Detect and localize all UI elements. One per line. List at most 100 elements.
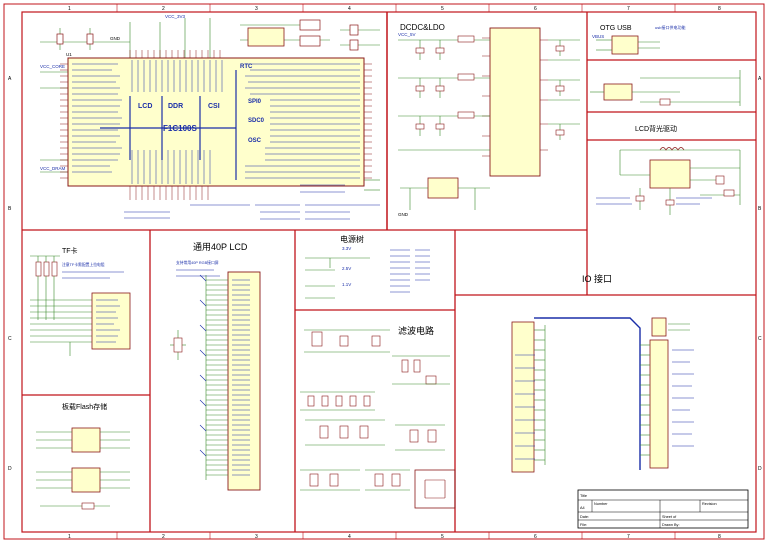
io-net-labels-right	[672, 349, 694, 447]
title-block-sheet: Sheet of	[662, 515, 677, 519]
row-label-d: D	[8, 466, 12, 472]
section-title-tf: TF卡	[62, 246, 78, 255]
col-label-3-bottom: 3	[255, 534, 258, 540]
mcu-block-sdc0: SDC0	[248, 118, 265, 124]
mcu-left-pins	[60, 63, 68, 179]
col-label-8: 8	[718, 6, 721, 12]
flash-wiring	[36, 431, 130, 507]
mcu-pin-text-right	[245, 63, 360, 179]
section-title-otg: OTG USB	[600, 25, 632, 32]
mcu-bottom-nets	[124, 184, 380, 220]
power-tree-1v1: 1.1V	[342, 282, 351, 287]
tf-socket-pins	[96, 299, 120, 343]
col-label-2: 2	[162, 6, 165, 12]
otg-note: usb接口供电功能	[655, 24, 685, 30]
filter-wiring	[300, 329, 450, 491]
mcu-top-pins	[129, 50, 221, 58]
title-block-revision: Revision	[702, 502, 717, 506]
row-label-b: B	[8, 206, 12, 212]
col-label-6: 6	[534, 6, 537, 12]
dcdc-rail-label: VCC_5V	[398, 32, 416, 37]
pmic-pin-lines	[482, 37, 548, 157]
mcu-top-passives	[56, 19, 359, 51]
crystal-oscillator	[247, 27, 285, 47]
mcu-block-spi0: SPI0	[248, 99, 262, 105]
tf-note-lines	[62, 271, 124, 279]
backlight-driver-chip	[649, 159, 691, 189]
row-label-d-right: D	[758, 466, 762, 472]
title-block-file: File:	[580, 523, 587, 527]
mcu-block-csi: CSI	[208, 103, 220, 110]
section-title-dcdc: DCDC&LDO	[400, 23, 445, 32]
io-header-right	[649, 339, 669, 469]
ldo-wiring	[400, 187, 490, 210]
backlight-notes	[596, 197, 712, 205]
mcu-pin-text-left	[72, 63, 122, 173]
row-label-c: C	[8, 336, 12, 342]
backlight-passives	[635, 175, 735, 206]
mcu-designator: U1	[66, 52, 72, 57]
col-label-5: 5	[441, 6, 444, 12]
mcu-bottom-pins	[129, 186, 209, 200]
mcu-pin-text-top	[131, 60, 223, 92]
mcu-label: F1C100S	[163, 124, 197, 133]
rail-gnd-top: GND	[110, 36, 121, 41]
tf-wiring	[30, 255, 92, 356]
col-label-7: 7	[627, 6, 630, 12]
pmic-chip	[489, 27, 541, 177]
border-columns	[116, 4, 676, 539]
col-label-3: 3	[255, 6, 258, 12]
power-tree-net-list	[390, 249, 430, 293]
col-label-1: 1	[68, 6, 71, 12]
rail-vcc-3v3: VCC_3V3	[165, 14, 186, 19]
inner-frame	[21, 11, 757, 533]
section-title-power-tree: 电源树	[340, 234, 364, 244]
outer-frame	[3, 3, 765, 540]
io-header-top	[651, 317, 667, 337]
dcdc-wiring	[398, 39, 580, 151]
col-label-7-bottom: 7	[627, 534, 630, 540]
lcd40-connector-pins	[232, 279, 250, 476]
title-block-grid	[578, 499, 748, 528]
mcu-internal-bus	[100, 70, 237, 180]
mcu-block-lcd: LCD	[138, 103, 152, 110]
filter-inductor-block	[414, 469, 456, 509]
section-title-flash: 板载Flash存储	[62, 402, 107, 411]
usb-vbus-label: VBUS	[592, 34, 604, 39]
col-label-4: 4	[348, 6, 351, 12]
title-block-date: Date:	[580, 515, 589, 519]
usb-wiring	[596, 39, 660, 51]
title-block-drawn: Drawn By:	[662, 523, 680, 527]
mcu-right-pins	[364, 63, 372, 179]
row-label-a: A	[8, 76, 12, 82]
rail-vcc-core: VCC_CORE	[40, 64, 65, 69]
flash-chip-2	[71, 467, 101, 493]
flash-chip-1	[71, 427, 101, 453]
section-title-filter: 滤波电路	[398, 325, 434, 336]
section-title-lcd-backlight: LCD背光驱动	[635, 124, 677, 133]
flash-resistor	[81, 502, 95, 510]
col-label-6-bottom: 6	[534, 534, 537, 540]
ldo-chip	[427, 177, 459, 199]
power-tree-2v5: 2.5V	[342, 266, 351, 271]
dcdc-gnd-label: GND	[398, 212, 409, 217]
power-tree-3v3: 3.3V	[342, 246, 351, 251]
usb-connector	[611, 35, 639, 55]
io-right-wiring	[640, 323, 690, 456]
rail-vcc-dram: VCC_DRAM	[40, 166, 66, 171]
title-block-number: Number	[594, 502, 608, 506]
filter-passives	[307, 331, 437, 407]
lcd40-note: 支持常用40P RGB接口屏	[176, 260, 219, 265]
lcd40-note-lines	[176, 269, 220, 277]
lcd40-connector	[227, 271, 261, 491]
row-label-a-right: A	[758, 76, 762, 82]
usb-esd-chip	[603, 83, 633, 101]
mcu-block-rtc: RTC	[240, 64, 253, 70]
backlight-inductor	[659, 147, 685, 151]
filter-inductor-symbol	[424, 479, 446, 499]
title-block-size: A4	[580, 506, 585, 510]
tf-pullup-resistors	[35, 261, 58, 277]
title-block	[577, 489, 749, 529]
title-block-title: Title	[580, 494, 587, 498]
